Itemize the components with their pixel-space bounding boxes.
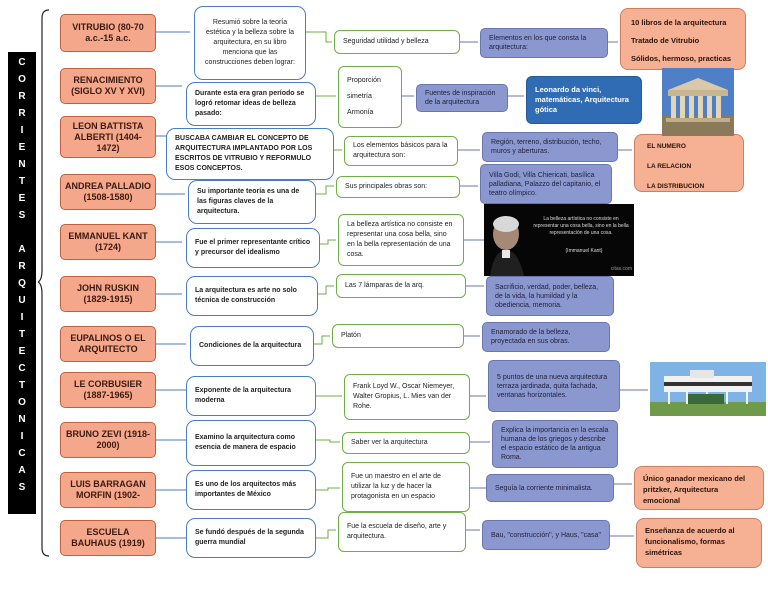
title-letter: T [18, 329, 26, 340]
desc-vitrubio: Resumió sobre la teoría estética y la be… [194, 6, 306, 80]
kant-portrait-illustration [484, 204, 634, 276]
detail-barragan: Seguía la corriente minimalista. [486, 474, 614, 502]
title-letter: O [18, 397, 26, 408]
title-letter: I [20, 431, 24, 442]
desc-le-corbusier: Exponente de la arquitectura moderna [186, 376, 316, 416]
kant-site: citas.com [610, 266, 632, 272]
info-alberti: Los elementos básicos para la arquitectu… [344, 136, 458, 166]
name-eupalinos[interactable]: EUPALINOS O EL ARQUITECTO [60, 326, 156, 362]
title-letter: C [18, 448, 26, 459]
info-bruno-zevi: Saber ver la arquitectura [342, 432, 470, 454]
alberti-concept-3: LA DISTRIBUCION [647, 183, 705, 190]
name-renacimiento[interactable]: RENACIMIENTO (SIGLO XV Y XVI) [60, 68, 156, 104]
title-letter: R [18, 261, 26, 272]
desc-barragan: Es uno de los arquitectos más importante… [186, 470, 316, 510]
title-letter: T [18, 380, 26, 391]
desc-bruno-zevi: Examino la arquitectura como esencia de … [186, 420, 316, 466]
name-ruskin[interactable]: JOHN RUSKIN (1829-1915) [60, 276, 156, 312]
detail-le-corbusier: 5 puntos de una nueva arquitectura terra… [488, 360, 620, 412]
title-letter [8, 224, 36, 241]
alberti-concept-2: LA RELACION [647, 163, 692, 170]
title-letter: A [18, 244, 26, 255]
title-letter: O [18, 74, 26, 85]
info-barragan: Fue un maestro en el arte de utilizar la… [342, 462, 470, 512]
info-palladio: Sus principales obras son: [336, 176, 460, 198]
name-palladio[interactable]: ANDREA PALLADIO (1508-1580) [60, 174, 156, 210]
name-alberti[interactable]: LEON BATTISTA ALBERTI (1404-1472) [60, 116, 156, 158]
title-letter: E [18, 346, 26, 357]
vitrubio-works-box: 10 libros de la arquitectura Tratado de … [620, 8, 746, 70]
detail-alberti: Región, terreno, distribución, techo, mu… [482, 132, 618, 162]
inspiration-box: Leonardo da vinci, matemáticas, Arquitec… [526, 76, 642, 124]
title-letter: S [18, 482, 26, 493]
title-letter: N [18, 159, 26, 170]
vitrubio-work-3: Sólidos, hermoso, practicas [631, 54, 732, 63]
vitrubio-work-2: Tratado de Vitrubio [631, 36, 700, 45]
detail-eupalinos: Enamorado de la belleza, proyectada en s… [482, 322, 610, 352]
name-bruno-zevi[interactable]: BRUNO ZEVI (1918-2000) [60, 422, 156, 458]
title-letter: R [18, 108, 26, 119]
kant-quote-image: La belleza artística no consiste en repr… [484, 204, 634, 276]
vitrubio-work-1: 10 libros de la arquitectura [631, 18, 727, 27]
info-le-corbusier: Frank Loyd W., Oscar Niemeyer, Walter Gr… [344, 374, 470, 420]
title-letter: S [18, 210, 26, 221]
detail-palladio: Villa Godi, Villa Chiericati, basílica p… [480, 164, 612, 204]
desc-alberti: BUSCABA CAMBIAR EL CONCEPTO DE ARQUITECT… [166, 128, 334, 180]
desc-kant: Fue el primer representante crítico y pr… [186, 228, 320, 268]
barragan-award-box: Único ganador mexicano del pritzker, Arq… [634, 466, 764, 510]
greek-temple-image [662, 68, 734, 136]
name-vitrubio[interactable]: VITRUBIO (80-70 a.c.-15 a.c. [60, 14, 156, 52]
desc-renacimiento: Durante esta era gran período se logró r… [186, 82, 316, 126]
name-barragan[interactable]: LUIS BARRAGAN MORFIN (1902- [60, 472, 156, 508]
name-le-corbusier[interactable]: LE CORBUSIER (1887-1965) [60, 372, 156, 408]
detail-bauhaus: Bau, "construcción", y Haus, "casa" [482, 520, 610, 550]
alberti-concepts-box: EL NUMERO LA RELACION LA DISTRIBUCION [634, 134, 744, 192]
title-letter: A [18, 465, 26, 476]
name-kant[interactable]: EMMANUEL KANT (1724) [60, 224, 156, 260]
grouping-brace [38, 9, 50, 557]
kant-quote-text: La belleza artística no consiste en repr… [533, 216, 629, 236]
info-renacimiento: Proporción simetría Armonía [338, 66, 402, 128]
title-letter: C [18, 363, 26, 374]
detail-bruno-zevi: Explica la importancia en la escala huma… [492, 420, 618, 468]
alberti-concept-1: EL NUMERO [647, 143, 686, 150]
title-letter: Q [18, 278, 26, 289]
title-letter: E [18, 193, 26, 204]
desc-bauhaus: Se fundó después de la segunda guerra mu… [186, 518, 316, 558]
info-ruskin: Las 7 lámparas de la arq. [336, 274, 466, 298]
info-vitrubio: Seguridad utilidad y belleza [334, 30, 460, 54]
bauhaus-teaching-box: Enseñanza de acuerdo al funcionalismo, f… [636, 518, 762, 568]
detail-vitrubio: Elementos en los que consta la arquitect… [480, 28, 608, 58]
title-letter: I [20, 312, 24, 323]
info-eupalinos: Platón [332, 324, 464, 348]
title-letter: I [20, 125, 24, 136]
info-bauhaus: Fue la escuela de diseño, arte y arquite… [338, 512, 466, 552]
title-letter: E [18, 142, 26, 153]
title-letter: U [18, 295, 26, 306]
title-letter: T [18, 176, 26, 187]
villa-savoye-image [650, 362, 766, 416]
info-kant: La belleza artística no consiste en repr… [338, 214, 464, 266]
title-letter: N [18, 414, 26, 425]
title-letter: R [18, 91, 26, 102]
detail-renacimiento: Fuentes de inspiración de la arquitectur… [416, 84, 508, 112]
desc-ruskin: La arquitectura es arte no solo técnica … [186, 276, 318, 316]
desc-eupalinos: Condiciones de la arquitectura [190, 326, 314, 366]
name-bauhaus[interactable]: ESCUELA BAUHAUS (1919) [60, 520, 156, 556]
title-letter: C [18, 57, 26, 68]
kant-attribution: (Immanuel Kant) [565, 248, 603, 254]
detail-ruskin: Sacrificio, verdad, poder, belleza, de l… [486, 276, 614, 316]
desc-palladio: Su importante teoría es una de las figur… [188, 180, 316, 224]
